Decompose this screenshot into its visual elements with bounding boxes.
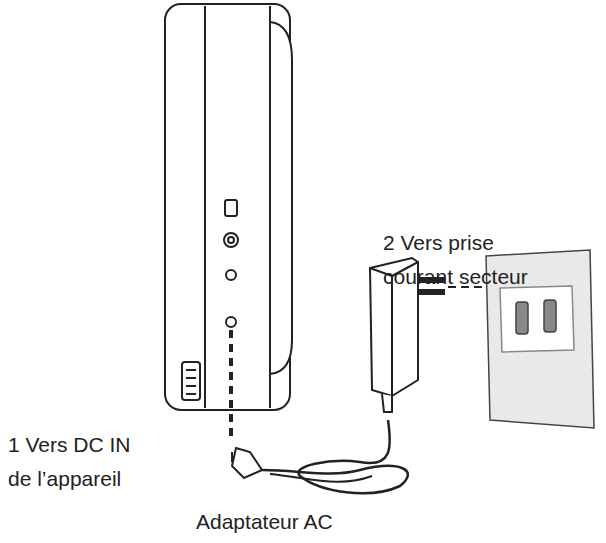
device-side-view <box>165 4 292 410</box>
slot-rib <box>186 385 196 387</box>
socket-slot <box>544 300 556 332</box>
plug-tip <box>231 452 233 462</box>
device-seam <box>204 6 206 408</box>
cable-strain <box>382 394 392 412</box>
slot-rib <box>186 393 196 395</box>
switch <box>225 200 237 216</box>
port-hole <box>228 237 234 243</box>
port <box>226 270 236 280</box>
device-lid <box>270 22 292 374</box>
adapter-cable <box>262 420 408 493</box>
plug-guide <box>229 330 233 438</box>
port <box>224 233 238 247</box>
outlet-label: 2 Vers prise courant secteur <box>383 226 561 293</box>
device-seam <box>269 6 271 408</box>
socket-slot <box>516 302 528 334</box>
adapter-label: Adaptateur AC <box>196 505 396 539</box>
dc-plug <box>232 448 262 478</box>
side-slot <box>182 362 200 400</box>
slot-rib <box>186 369 196 371</box>
prong <box>418 290 444 294</box>
slot-rib <box>186 377 196 379</box>
dc-in-label: 1 Vers DC IN de l’appareil <box>8 428 150 495</box>
socket <box>500 286 574 352</box>
adapter-cable <box>270 474 372 482</box>
dc-in-port <box>226 317 236 327</box>
adapter <box>232 258 444 493</box>
